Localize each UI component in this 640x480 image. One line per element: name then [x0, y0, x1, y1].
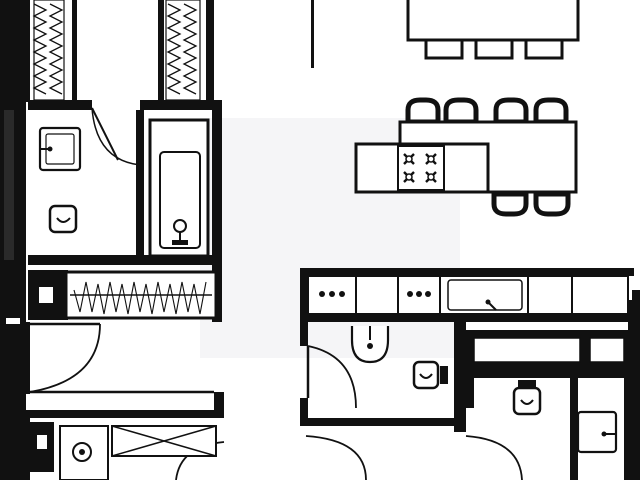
- toilet-icon: [48, 204, 78, 234]
- chair-icon: [405, 97, 441, 125]
- wardrobe-top-left: [24, 0, 214, 102]
- bathroom-lower-right: [466, 330, 632, 480]
- chair-icon: [533, 191, 571, 217]
- chair-icon: [491, 191, 529, 217]
- wardrobe-mid-left: [28, 270, 218, 320]
- bathroom-main: [28, 100, 222, 322]
- shower-drain-icon: [72, 442, 92, 462]
- hob-icon: [407, 291, 431, 297]
- bathroom-lower-center: [300, 322, 523, 480]
- kitchen-sink-icon: [447, 279, 523, 311]
- sink-icon: [38, 126, 82, 172]
- cooktop-icon: [397, 145, 445, 191]
- sink-icon: [576, 410, 618, 454]
- bathroom-lower-left: [24, 410, 224, 480]
- kitchen-island: [354, 97, 578, 217]
- kitchen-counter: [300, 268, 640, 322]
- bathtub-icon: [148, 118, 210, 258]
- dining-area: [406, 0, 580, 60]
- toilet-icon: [512, 380, 542, 416]
- toilet-icon: [412, 360, 448, 390]
- hob-icon: [319, 291, 345, 297]
- chair-icon: [493, 97, 529, 125]
- sink-icon: [350, 326, 390, 364]
- chair-icon: [443, 97, 479, 125]
- chair-icon: [533, 97, 569, 125]
